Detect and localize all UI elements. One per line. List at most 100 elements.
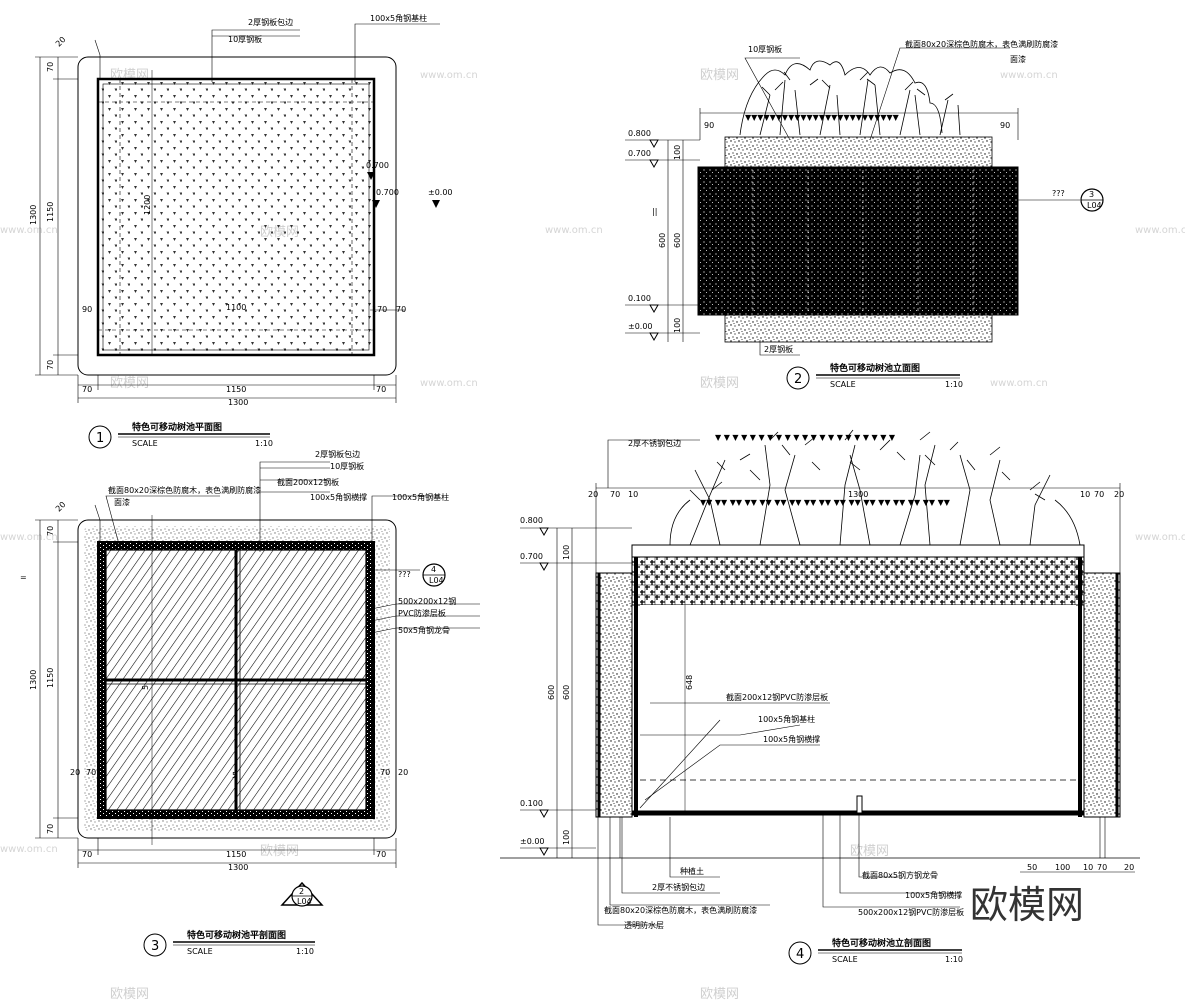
svg-text:600: 600 bbox=[673, 233, 682, 248]
label-steel-plate: 10厚钢板 bbox=[748, 44, 782, 54]
svg-text:1: 1 bbox=[96, 431, 104, 446]
svg-text:70: 70 bbox=[380, 768, 390, 777]
svg-text:20: 20 bbox=[1114, 490, 1124, 499]
watermark-text: www.om.cn bbox=[420, 378, 478, 389]
svg-text:10厚钢板: 10厚钢板 bbox=[330, 461, 364, 471]
svg-text:1100: 1100 bbox=[226, 303, 246, 312]
svg-text:1150: 1150 bbox=[226, 385, 246, 394]
svg-text:1300: 1300 bbox=[29, 205, 38, 225]
view-4-section-elevation: ▼ ▼ ▼ ▼ ▼ ▼ ▼ ▼ ▼ ▼ ▼ ▼ ▼ ▼ ▼ ▼ ▼ ▼ ▼ ▼ … bbox=[500, 429, 1140, 965]
svg-text:4: 4 bbox=[431, 565, 436, 574]
svg-text:600: 600 bbox=[562, 685, 571, 700]
svg-text:2厚钢板包边: 2厚钢板包边 bbox=[315, 449, 360, 459]
svg-text:100: 100 bbox=[673, 145, 682, 160]
svg-text:1:10: 1:10 bbox=[255, 439, 273, 448]
svg-text:5: 5 bbox=[141, 685, 150, 690]
svg-text:截面80x20深棕色防腐木，表色满刷防腐漆: 截面80x20深棕色防腐木，表色满刷防腐漆 bbox=[604, 905, 757, 915]
watermark-text: 欧模网 bbox=[260, 844, 299, 859]
svg-text:2厚钢板: 2厚钢板 bbox=[764, 344, 793, 354]
top-gravel-band bbox=[724, 136, 993, 168]
svg-text:70: 70 bbox=[1097, 863, 1107, 872]
label-steel-plate: 10厚钢板 bbox=[228, 34, 262, 44]
svg-text:0.100: 0.100 bbox=[628, 294, 651, 303]
svg-text:90: 90 bbox=[82, 305, 92, 314]
watermark-text: www.om.cn bbox=[0, 844, 58, 855]
svg-text:70: 70 bbox=[46, 824, 55, 834]
level-mark-zero: ±0.00 bbox=[428, 188, 453, 197]
svg-text:±0.00: ±0.00 bbox=[520, 837, 545, 846]
brand-logo-text: 欧模网 bbox=[970, 883, 1084, 927]
svg-text:1200: 1200 bbox=[143, 195, 152, 215]
svg-text:±0.00: ±0.00 bbox=[628, 322, 653, 331]
level-mark: 0.700 bbox=[366, 161, 389, 170]
svg-text:100: 100 bbox=[673, 318, 682, 333]
outer-box bbox=[77, 519, 397, 839]
svg-text:SCALE: SCALE bbox=[187, 947, 213, 956]
svg-text:1:10: 1:10 bbox=[945, 380, 963, 389]
label-angle-steel-post: 100x5角钢基柱 bbox=[370, 13, 427, 23]
watermark-text: 欧模网 bbox=[700, 376, 739, 391]
svg-text:70: 70 bbox=[376, 385, 386, 394]
svg-text:20: 20 bbox=[588, 490, 598, 499]
view-title: 特色可移动树池立面图 bbox=[830, 362, 920, 374]
svg-text:1300: 1300 bbox=[228, 863, 248, 872]
view-title: 特色可移动树池平剖面图 bbox=[187, 929, 286, 941]
watermark-text: www.om.cn bbox=[1135, 532, 1185, 543]
view-number-circle bbox=[788, 941, 812, 965]
svg-text:0.700: 0.700 bbox=[376, 188, 399, 197]
svg-text:70: 70 bbox=[396, 305, 406, 314]
svg-text:100x5角钢基柱: 100x5角钢基柱 bbox=[758, 714, 815, 724]
svg-text:0.100: 0.100 bbox=[520, 799, 543, 808]
svg-text:20: 20 bbox=[54, 35, 68, 49]
watermark-text: www.om.cn bbox=[0, 225, 58, 236]
svg-text:截面200x12钢板: 截面200x12钢板 bbox=[277, 477, 339, 487]
svg-text:???: ??? bbox=[1052, 189, 1065, 198]
svg-text:▼▼▼▼▼▼▼▼▼▼▼▼▼▼▼▼▼▼▼▼▼▼▼▼▼: ▼▼▼▼▼▼▼▼▼▼▼▼▼▼▼▼▼▼▼▼▼▼▼▼▼ bbox=[745, 113, 900, 122]
svg-text:||: || bbox=[652, 207, 657, 216]
svg-text:1300: 1300 bbox=[29, 670, 38, 690]
svg-text:SCALE: SCALE bbox=[832, 955, 858, 964]
svg-text:70: 70 bbox=[376, 850, 386, 859]
svg-text:600: 600 bbox=[658, 233, 667, 248]
svg-text:10: 10 bbox=[628, 490, 638, 499]
svg-text:70: 70 bbox=[86, 768, 96, 777]
view-number-circle bbox=[786, 366, 810, 390]
svg-text:截面80x5钢方钢龙骨: 截面80x5钢方钢龙骨 bbox=[862, 870, 938, 880]
svg-text:100x5角钢基柱: 100x5角钢基柱 bbox=[392, 492, 449, 502]
svg-text:100: 100 bbox=[562, 545, 571, 560]
svg-text:20: 20 bbox=[1124, 863, 1134, 872]
svg-text:1150: 1150 bbox=[46, 668, 55, 688]
svg-text:100x5角钢横撑: 100x5角钢横撑 bbox=[310, 492, 367, 502]
svg-text:2: 2 bbox=[794, 372, 802, 387]
svg-text:透明防水层: 透明防水层 bbox=[624, 920, 664, 930]
svg-text:1300: 1300 bbox=[848, 490, 868, 499]
view-title: 特色可移动树池立剖面图 bbox=[832, 937, 931, 949]
svg-text:1150: 1150 bbox=[226, 850, 246, 859]
view-3-plan-section: 20 截面80x20深棕色防腐木，表色满刷防腐漆 面漆 2厚钢板包边 10厚钢板… bbox=[20, 449, 480, 957]
svg-text:2厚不锈钢包边: 2厚不锈钢包边 bbox=[652, 882, 705, 892]
watermark-text: www.om.cn bbox=[990, 378, 1048, 389]
svg-text:500x200x12钢: 500x200x12钢 bbox=[398, 596, 456, 606]
plant-canopy bbox=[739, 60, 961, 136]
svg-text:10: 10 bbox=[1080, 490, 1090, 499]
svg-text:3: 3 bbox=[1089, 190, 1094, 199]
view-1-plan: 20 2厚钢板包边 10厚钢板 100x5角钢基柱 0.700 0.700 ±0… bbox=[29, 13, 453, 449]
outer-box bbox=[77, 56, 397, 376]
svg-text:100: 100 bbox=[562, 830, 571, 845]
svg-text:70: 70 bbox=[46, 360, 55, 370]
svg-text:90: 90 bbox=[1000, 121, 1010, 130]
watermark-text: 欧模网 bbox=[110, 376, 149, 391]
label-wood: 截面80x20深棕色防腐木，表色满刷防腐漆 bbox=[108, 485, 261, 495]
svg-text:0.800: 0.800 bbox=[520, 516, 543, 525]
svg-text:70: 70 bbox=[1094, 490, 1104, 499]
svg-text:L04: L04 bbox=[1087, 201, 1102, 210]
svg-text:SCALE: SCALE bbox=[132, 439, 158, 448]
svg-text:▼ ▼ ▼ ▼ ▼ ▼ ▼ ▼ ▼ ▼ ▼ ▼ ▼ ▼ ▼: ▼ ▼ ▼ ▼ ▼ ▼ ▼ ▼ ▼ ▼ ▼ ▼ ▼ ▼ ▼ ▼ ▼ ▼ ▼ ▼ … bbox=[715, 433, 896, 442]
svg-text:50: 50 bbox=[1027, 863, 1037, 872]
svg-text:600: 600 bbox=[547, 685, 556, 700]
watermark-text: www.om.cn bbox=[1000, 70, 1058, 81]
wood-weave-band bbox=[631, 556, 1085, 606]
watermark-text: 欧模网 bbox=[110, 987, 149, 1000]
watermark-text: www.om.cn bbox=[0, 532, 58, 543]
